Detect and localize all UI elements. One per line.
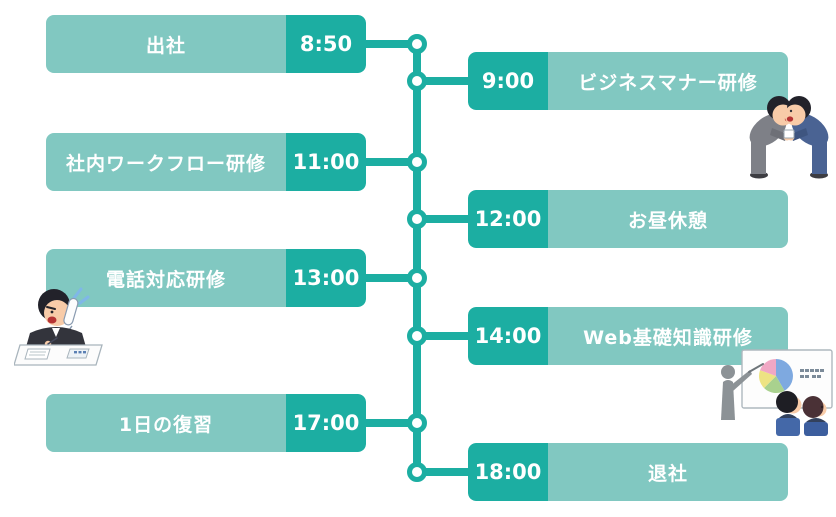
connector-1300 — [360, 274, 417, 282]
event-time: 14:00 — [468, 307, 548, 365]
timeline-event-card: 9:00 ビジネスマナー研修 — [468, 52, 788, 110]
event-label: 社内ワークフロー研修 — [46, 133, 286, 191]
timeline-vertical-line — [413, 44, 421, 472]
event-time: 13:00 — [286, 249, 366, 307]
timeline-node-1300 — [407, 268, 427, 288]
event-label: ビジネスマナー研修 — [548, 52, 788, 110]
timeline-node-0850 — [407, 34, 427, 54]
event-time: 9:00 — [468, 52, 548, 110]
connector-1700 — [360, 419, 417, 427]
presentation-illustration — [721, 349, 833, 436]
event-time: 8:50 — [286, 15, 366, 73]
timeline-node-1700 — [407, 413, 427, 433]
bowing-businessmen-illustration — [749, 96, 829, 179]
connector-1200 — [417, 215, 474, 223]
event-time: 17:00 — [286, 394, 366, 452]
event-label: お昼休憩 — [548, 190, 788, 248]
connector-0850 — [360, 40, 417, 48]
event-label: 出社 — [46, 15, 286, 73]
timeline-event-card: 出社 8:50 — [46, 15, 366, 73]
timeline-node-0900 — [407, 71, 427, 91]
event-time: 11:00 — [286, 133, 366, 191]
timeline-node-1800 — [407, 462, 427, 482]
event-label: 電話対応研修 — [46, 249, 286, 307]
timeline-event-card: 12:00 お昼休憩 — [468, 190, 788, 248]
event-label: 1日の復習 — [46, 394, 286, 452]
timeline-node-1200 — [407, 209, 427, 229]
connector-1800 — [417, 468, 474, 476]
timeline-event-card: 電話対応研修 13:00 — [46, 249, 366, 307]
event-label: 退社 — [548, 443, 788, 501]
timeline-event-card: 1日の復習 17:00 — [46, 394, 366, 452]
phone-call-illustration — [14, 287, 103, 366]
connector-0900 — [417, 77, 474, 85]
timeline-node-1100 — [407, 152, 427, 172]
event-time: 12:00 — [468, 190, 548, 248]
event-time: 18:00 — [468, 443, 548, 501]
timeline-node-1400 — [407, 326, 427, 346]
connector-1100 — [360, 158, 417, 166]
timeline-event-card: 社内ワークフロー研修 11:00 — [46, 133, 366, 191]
timeline-event-card: 18:00 退社 — [468, 443, 788, 501]
connector-1400 — [417, 332, 474, 340]
